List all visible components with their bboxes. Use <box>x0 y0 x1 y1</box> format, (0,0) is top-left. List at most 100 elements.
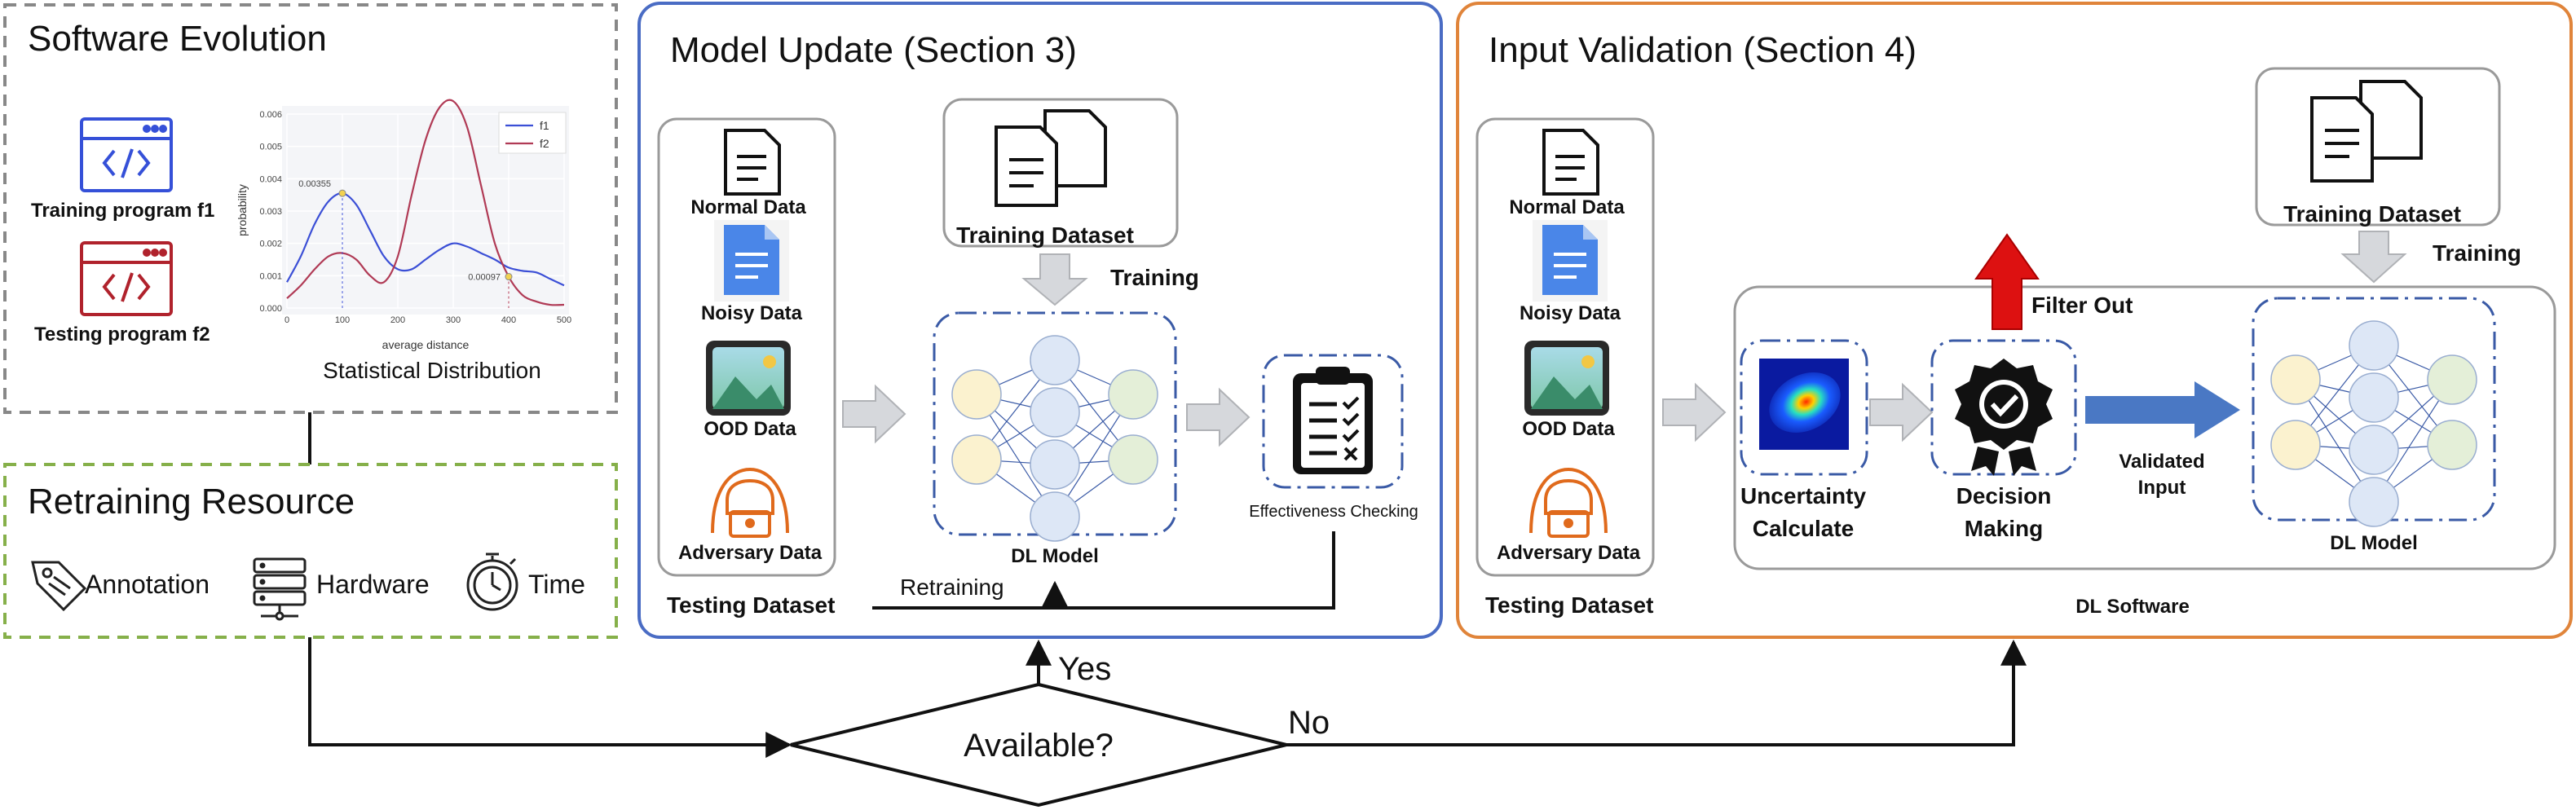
chart-x-tick: 400 <box>501 315 516 325</box>
validated-label-line2: Input <box>2138 477 2186 499</box>
image-icon <box>1524 341 1609 416</box>
decision-label-line1: Decision <box>1956 483 2052 508</box>
document-icon <box>1542 129 1599 196</box>
tag-icon <box>31 561 87 612</box>
mu-testing-dataset-label: Testing Dataset <box>667 592 835 618</box>
server-icon <box>253 557 307 621</box>
noisy-document-icon <box>714 220 789 302</box>
hacker-icon <box>711 467 789 538</box>
retraining-resource-panel: Retraining Resource Annotation Hardware <box>3 463 618 639</box>
chart-series-f1 <box>286 192 565 287</box>
nn-node <box>1108 369 1158 420</box>
available-diamond <box>790 682 1287 808</box>
chart-caption: Statistical Distribution <box>323 358 541 383</box>
retraining-resource-title: Retraining Resource <box>28 482 355 522</box>
training-program-icon <box>80 117 173 192</box>
stopwatch-icon <box>466 552 518 611</box>
iv-training-dataset-label: Training Dataset <box>2283 201 2461 227</box>
chart-xlabel: average distance <box>382 338 470 351</box>
documents-icon <box>995 109 1107 207</box>
decision-box <box>1930 339 2077 476</box>
chart-annotation-label: 0.00097 <box>468 273 501 283</box>
chart-y-tick: 0.005 <box>259 143 282 152</box>
effectiveness-label: Effectiveness Checking <box>1249 503 1418 521</box>
nn-node <box>2270 354 2321 405</box>
mu-noisy-data-label: Noisy Data <box>701 302 803 324</box>
retraining-label: Retraining <box>900 574 1004 600</box>
model-update-border <box>637 2 1443 639</box>
iv-training-dataset-box <box>2255 67 2501 227</box>
document-icon <box>724 129 781 196</box>
chart-x-tick: 100 <box>335 315 350 325</box>
effectiveness-box <box>1262 354 1404 489</box>
mu-training-dataset-label: Training Dataset <box>956 222 1134 248</box>
validated-input-arrow <box>2085 381 2240 438</box>
input-validation-border <box>1456 2 2573 639</box>
chart-annotation-label: 0.00355 <box>298 179 331 189</box>
nn-node <box>1030 387 1080 438</box>
nn-node <box>2349 477 2399 527</box>
iv-dl-model-label: DL Model <box>2330 532 2418 554</box>
available-question: Available? <box>964 728 1114 764</box>
nn-node <box>2349 320 2399 371</box>
chart-annotation-point <box>338 189 346 197</box>
nn-node <box>2427 420 2477 470</box>
mu-training-label: Training <box>1110 265 1199 290</box>
nn-node <box>951 369 1002 420</box>
uncertainty-box <box>1740 339 1868 476</box>
mu-check-arrow <box>1186 387 1251 447</box>
uncertainty-heatmap <box>1759 359 1849 450</box>
chart-y-tick: 0.004 <box>259 174 282 184</box>
no-arrow <box>1286 639 2027 746</box>
validated-label-line1: Validated <box>2119 451 2204 473</box>
iv-noisy-data-label: Noisy Data <box>1520 302 1621 324</box>
no-label: No <box>1288 705 1330 741</box>
iv-neural-network <box>2270 320 2477 527</box>
nn-node <box>2349 372 2399 423</box>
uncertainty-label-line2: Calculate <box>1753 516 1855 541</box>
input-validation-panel: Input Validation (Section 4) Normal Data… <box>1456 2 2573 639</box>
iv-testing-dataset-label: Testing Dataset <box>1485 592 1653 618</box>
mu-dl-model-label: DL Model <box>1011 545 1099 567</box>
chart-y-tick: 0.002 <box>259 240 282 249</box>
decision-label-line2: Making <box>1965 516 2043 541</box>
time-label: Time <box>528 570 585 599</box>
uncertainty-label-line1: Uncertainty <box>1740 483 1866 508</box>
nn-node <box>1108 434 1158 485</box>
resource-to-decision-line <box>308 637 792 758</box>
dl-software-label: DL Software <box>2075 596 2190 618</box>
noisy-document-icon <box>1533 220 1608 302</box>
mu-input-arrow <box>842 384 906 444</box>
hacker-icon <box>1529 467 1608 538</box>
image-icon <box>706 341 791 416</box>
mu-ood-data-label: OOD Data <box>704 418 796 440</box>
iv-normal-data-label: Normal Data <box>1509 196 1625 218</box>
chart-x-tick: 500 <box>557 315 571 325</box>
annotation-label: Annotation <box>85 570 210 599</box>
chart-ylabel: probability <box>236 184 249 236</box>
software-evolution-panel: Software Evolution Training program f1 T… <box>3 3 618 414</box>
testing-program-label: Testing program f2 <box>34 324 210 346</box>
chart-y-tick: 0.001 <box>259 271 282 281</box>
iv-testing-dataset-box <box>1475 117 1655 577</box>
nn-node <box>1030 335 1080 385</box>
dl-software-box <box>1733 285 2556 570</box>
iv-training-label: Training <box>2433 240 2521 266</box>
yes-label: Yes <box>1058 651 1111 687</box>
mu-normal-data-label: Normal Data <box>690 196 806 218</box>
model-update-title: Model Update (Section 3) <box>670 30 1077 70</box>
chart-y-tick: 0.003 <box>259 207 282 217</box>
badge-check-icon <box>1955 359 2053 476</box>
retraining-feedback-line <box>872 531 1335 610</box>
nn-node <box>1030 439 1080 490</box>
chart-series-f2 <box>286 99 565 306</box>
chart-annotation-point <box>505 273 513 281</box>
chart-y-tick: 0.006 <box>259 110 282 120</box>
iv-ood-data-label: OOD Data <box>1522 418 1615 440</box>
iv-input-arrow <box>1662 382 1727 442</box>
iv-decision-arrow <box>1869 382 1934 442</box>
iv-training-arrow <box>2340 231 2407 284</box>
iv-adversary-data-label: Adversary Data <box>1497 542 1641 564</box>
chart-x-tick: 200 <box>390 315 405 325</box>
mu-training-arrow <box>1021 253 1088 306</box>
